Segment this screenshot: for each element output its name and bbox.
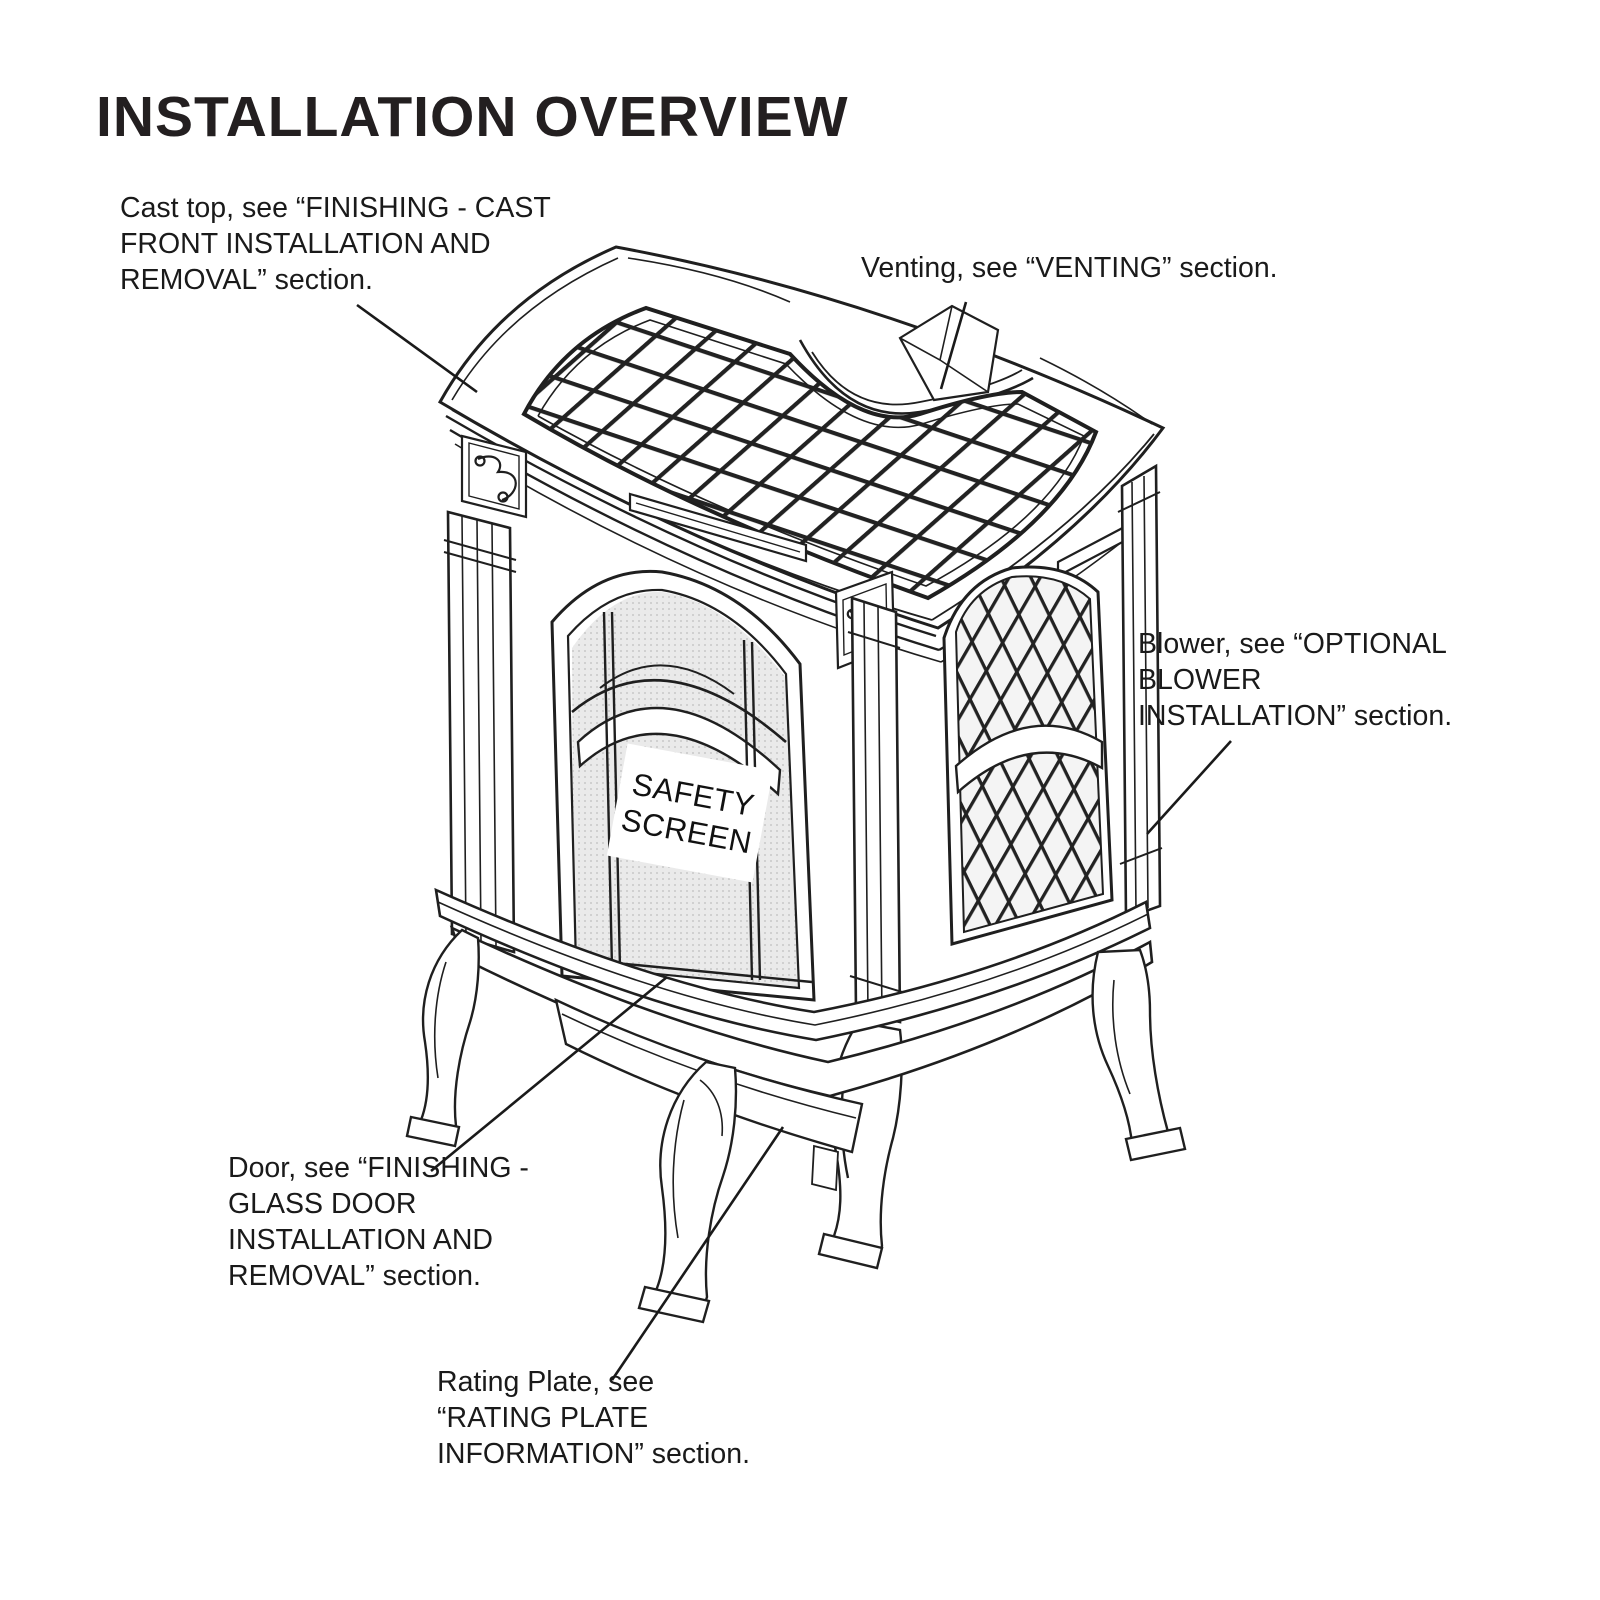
- callout-venting: Venting, see “VENTING” section.: [861, 252, 1278, 284]
- cast-top-leader-line: [356, 303, 478, 394]
- door-leader-line: [430, 975, 668, 1173]
- side-lattice-panel: [942, 565, 1114, 946]
- scroll-panel-left: [460, 434, 528, 519]
- callout-cast-top: Cast top, see “FINISHING - CAST FRONT IN…: [120, 192, 551, 296]
- rating-plate-leader-line: [610, 1126, 785, 1381]
- rear-pilaster: [1117, 463, 1163, 920]
- front-left-leg: [405, 928, 480, 1148]
- glass-door: [550, 569, 816, 1002]
- callout-blower: Blower, see “OPTIONAL BLOWER INSTALLATIO…: [1138, 628, 1453, 732]
- right-rear-leg: [1091, 948, 1187, 1162]
- callout-rating-plate: Rating Plate, see “RATING PLATE INFORMAT…: [437, 1366, 750, 1470]
- side-eyebrow-molding: [954, 724, 1104, 795]
- front-face: [443, 510, 903, 1024]
- front-legs: [405, 928, 1187, 1324]
- valance-bracket: [811, 1144, 839, 1192]
- page-title: INSTALLATION OVERVIEW: [96, 85, 849, 149]
- venting-leader-line: [939, 301, 968, 390]
- front-right-pilaster: [847, 596, 903, 1024]
- right-side-face: [942, 463, 1163, 946]
- left-pilaster: [443, 510, 519, 954]
- cast-top: [437, 245, 1166, 630]
- blower-leader-line: [1146, 740, 1232, 835]
- base-molding: [434, 887, 1152, 1042]
- front-right-leg: [637, 1060, 738, 1324]
- vent-collar: [898, 304, 1000, 402]
- callout-door: Door, see “FINISHING - GLASS DOOR INSTAL…: [228, 1152, 529, 1292]
- leader-lines: [356, 301, 1232, 1381]
